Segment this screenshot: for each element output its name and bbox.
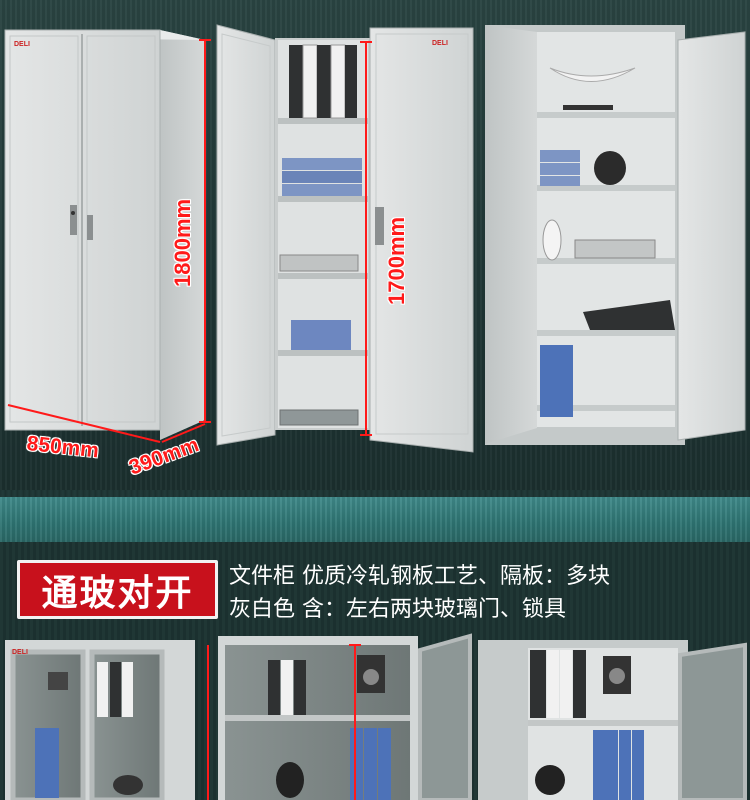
dimension-lines-1: [7, 39, 211, 443]
glass-cabinet-3: [478, 640, 747, 800]
brand-logo-1: DELI: [14, 41, 30, 48]
svg-text:DELI: DELI: [12, 649, 28, 656]
closed-cabinet: [4, 29, 205, 440]
dimension-lines-2: [360, 41, 372, 436]
product-type-badge: 通玻对开: [17, 560, 218, 619]
svg-text:DELI: DELI: [432, 40, 448, 47]
glass-cabinet-2: [218, 633, 472, 800]
height-label-mid: 1700mm: [384, 216, 409, 305]
open-cabinet-files: [216, 24, 474, 453]
open-cabinet-decor: [485, 25, 746, 445]
height-label-left: 1800mm: [170, 198, 195, 287]
teal-divider-band: [0, 497, 750, 542]
glass-cabinet-1: [5, 640, 195, 800]
description-line-2: 灰白色 含：左右两块玻璃门、锁具: [229, 597, 566, 622]
description-line-1: 文件柜 优质冷轧钢板工艺、隔板：多块: [229, 564, 610, 589]
